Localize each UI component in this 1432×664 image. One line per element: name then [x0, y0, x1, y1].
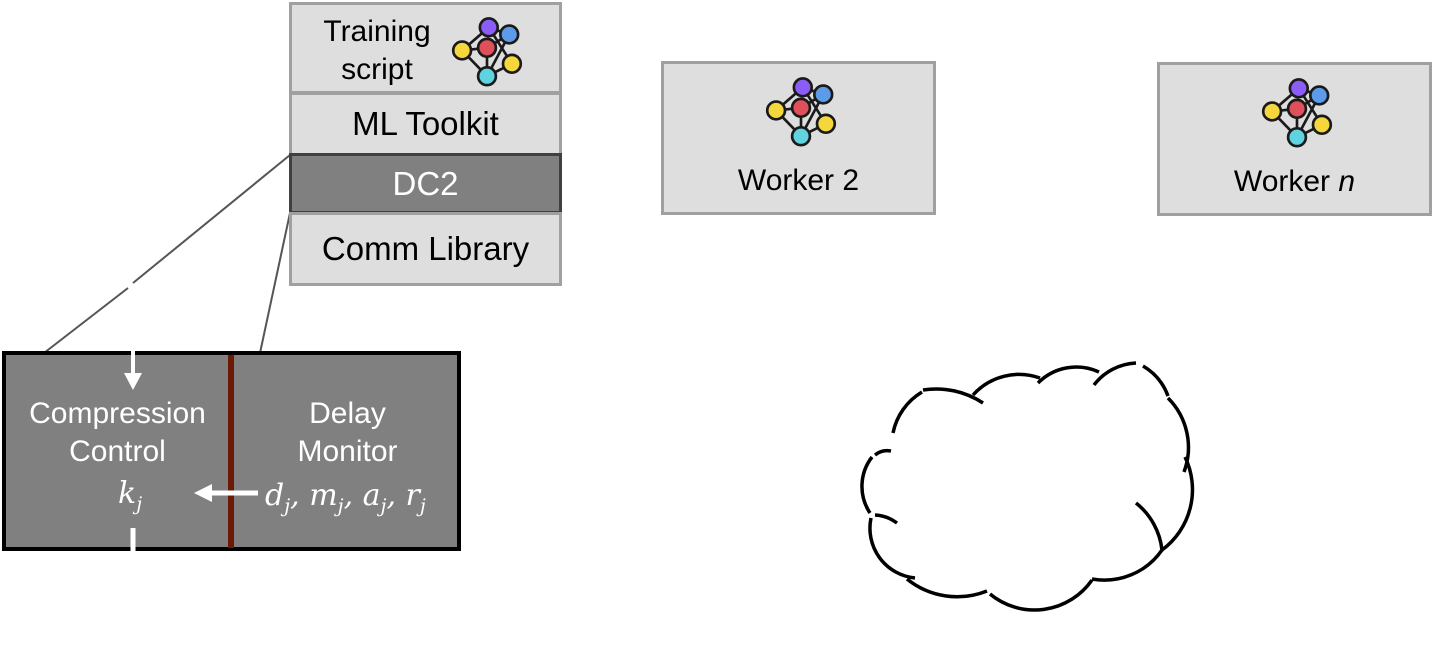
comm-library-layer: Comm Library — [289, 212, 562, 286]
neural-network-icon — [451, 17, 523, 87]
neural-network-icon — [1261, 78, 1333, 148]
delay-monitor-label: Delay Monitor — [297, 397, 398, 468]
dc2-layer: DC2 — [289, 153, 562, 214]
zoom-connector-right — [259, 212, 291, 354]
training-script-label: Training script — [323, 15, 431, 86]
worker-2-label: Worker 2 — [737, 164, 860, 197]
var-a: aj, — [362, 478, 406, 517]
worker-n-label: Worker n — [1233, 165, 1356, 198]
ml-toolkit-layer: ML Toolkit — [289, 92, 562, 156]
var-d: dj, — [265, 478, 310, 517]
zoom-connector-left-lower — [43, 287, 129, 354]
compression-control-label: Compression Control — [29, 397, 206, 468]
var-r: rj — [405, 478, 426, 517]
network-cloud — [860, 361, 1195, 612]
neural-network-icon — [765, 77, 837, 147]
zoom-connector-left — [132, 154, 291, 284]
training-script-layer: Training script — [289, 2, 562, 94]
var-m: mj, — [309, 478, 363, 517]
compression-ratio-variable: kj — [118, 476, 143, 515]
delay-monitor-variables: dj, mj, aj, rj — [265, 478, 426, 517]
worker-n-box: Worker n — [1157, 62, 1432, 216]
worker-2-box: Worker 2 — [661, 61, 936, 215]
